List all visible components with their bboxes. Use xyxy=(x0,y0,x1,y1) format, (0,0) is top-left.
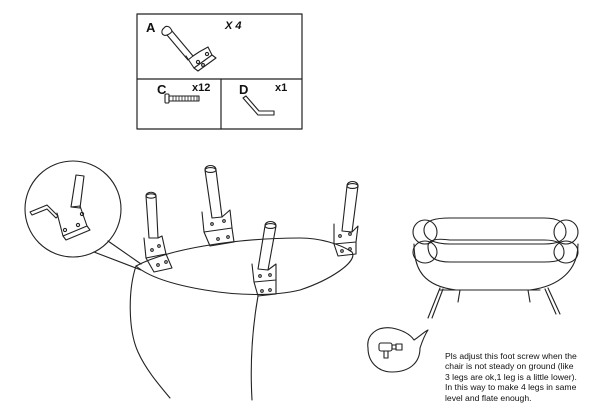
bolt-icon xyxy=(164,93,200,104)
sofa-with-legs-icon xyxy=(412,217,579,319)
part-a-letter: A xyxy=(146,20,156,35)
part-d-letter: D xyxy=(239,82,249,97)
leg-bracket-detail-icon xyxy=(24,160,142,271)
note-line: chair is not steady on ground (like xyxy=(445,361,574,372)
chair-leg-4 xyxy=(333,180,359,257)
note-line: Pls adjust this foot screw when the xyxy=(445,351,577,361)
part-a-quantity: X 4 xyxy=(225,20,242,32)
chair-leg-2 xyxy=(201,164,235,247)
parts-box xyxy=(136,13,303,130)
part-d-quantity: x1 xyxy=(275,82,288,94)
chair-leg-1 xyxy=(143,191,173,273)
part-c-quantity: x12 xyxy=(192,82,211,94)
foot-screw-note: Pls adjust this foot screw when the chai… xyxy=(445,351,597,403)
chair-leg-3 xyxy=(251,220,277,297)
note-line: 3 legs are ok,1 leg is a little lower). xyxy=(445,371,577,382)
part-c-letter: C xyxy=(157,82,167,97)
foot-screw-callout-icon xyxy=(367,327,429,373)
upturned-chair-with-legs-icon xyxy=(129,164,359,401)
note-line: In this way to make 4 legs in same xyxy=(445,382,577,393)
note-line: level and flate enough. xyxy=(445,392,532,403)
allen-key-icon xyxy=(242,95,275,116)
leg-with-bracket-icon xyxy=(161,25,217,72)
